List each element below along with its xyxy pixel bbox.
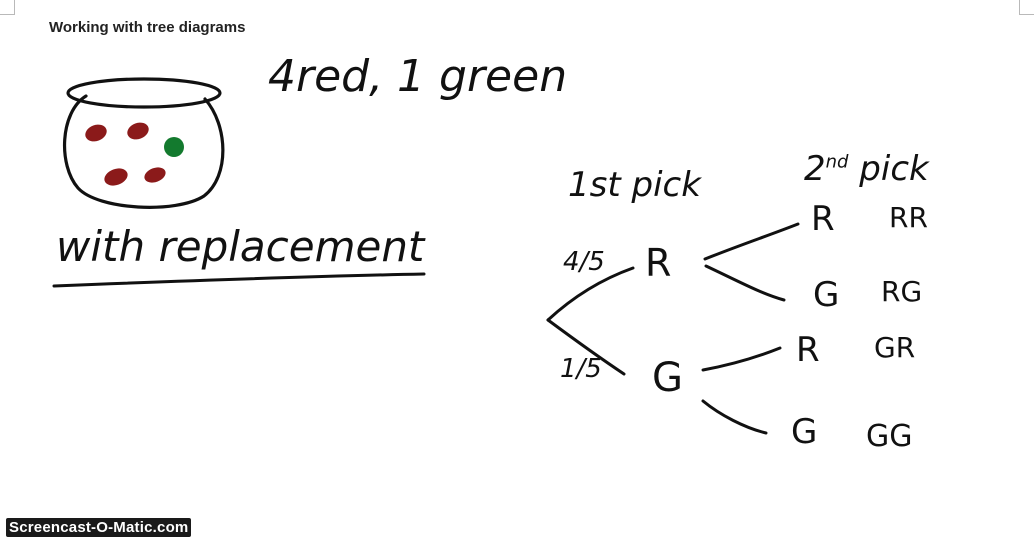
second-pick-number: 2 <box>804 149 826 189</box>
counts-label: 4red, 1 green <box>268 51 568 102</box>
second-pick-word: pick <box>859 149 929 189</box>
first-pick-header: 1st pick <box>568 165 701 205</box>
outcome-label: R <box>645 241 672 285</box>
ball-red <box>127 122 149 140</box>
ball-green <box>164 137 184 157</box>
ball-red <box>104 168 128 186</box>
second-pick-header: 2nd pick <box>804 152 929 186</box>
branch-root-to-G <box>546 318 626 376</box>
combined-outcome: RR <box>889 201 928 234</box>
page-corner-left <box>0 0 15 15</box>
branch-R-to-R <box>703 222 800 261</box>
ball-red <box>144 167 166 183</box>
branch-R-to-G <box>704 264 786 302</box>
combined-outcome: GR <box>874 331 916 364</box>
bowl-body <box>62 94 225 209</box>
bowl-balls <box>85 122 184 186</box>
bowl <box>62 77 225 209</box>
document-title: Working with tree diagrams <box>49 19 246 36</box>
ball-red <box>85 124 107 142</box>
screencast-watermark: Screencast-O-Matic.com <box>6 518 192 537</box>
outcome-label: G <box>652 355 683 401</box>
method-label: with replacement <box>56 222 425 271</box>
combined-outcome: RG <box>881 275 923 308</box>
probability-label: 1/5 <box>560 354 602 384</box>
bowl-rim <box>66 77 222 109</box>
outcome-label: G <box>791 412 818 452</box>
tree-branches <box>546 222 800 435</box>
underline <box>52 272 426 288</box>
outcome-label: R <box>811 199 835 239</box>
page-corner-right <box>1019 0 1034 15</box>
branch-root-to-R <box>546 266 635 322</box>
outcome-label: R <box>796 330 820 370</box>
branch-G-to-G <box>701 399 768 435</box>
second-pick-suffix: nd <box>825 151 849 173</box>
outcome-label: G <box>813 275 840 315</box>
branch-G-to-R <box>701 346 782 372</box>
combined-outcome: GG <box>866 419 913 454</box>
probability-label: 4/5 <box>563 247 605 277</box>
